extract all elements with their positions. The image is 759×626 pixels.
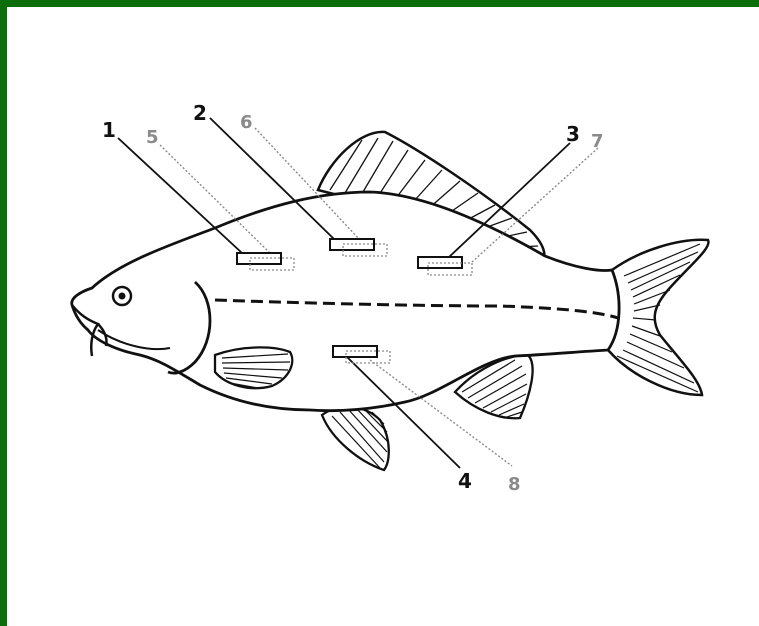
label-6: 6 (240, 112, 253, 133)
label-8: 8 (508, 474, 521, 495)
label-7: 7 (591, 131, 604, 152)
pectoral-fin (215, 347, 292, 388)
caudal-fin (608, 240, 708, 395)
label-2: 2 (193, 101, 207, 125)
label-5: 5 (146, 127, 159, 148)
label-1: 1 (102, 118, 116, 142)
eye (113, 287, 131, 305)
pelvic-fin (322, 407, 389, 470)
label-4: 4 (458, 469, 472, 493)
label-3: 3 (566, 122, 580, 146)
